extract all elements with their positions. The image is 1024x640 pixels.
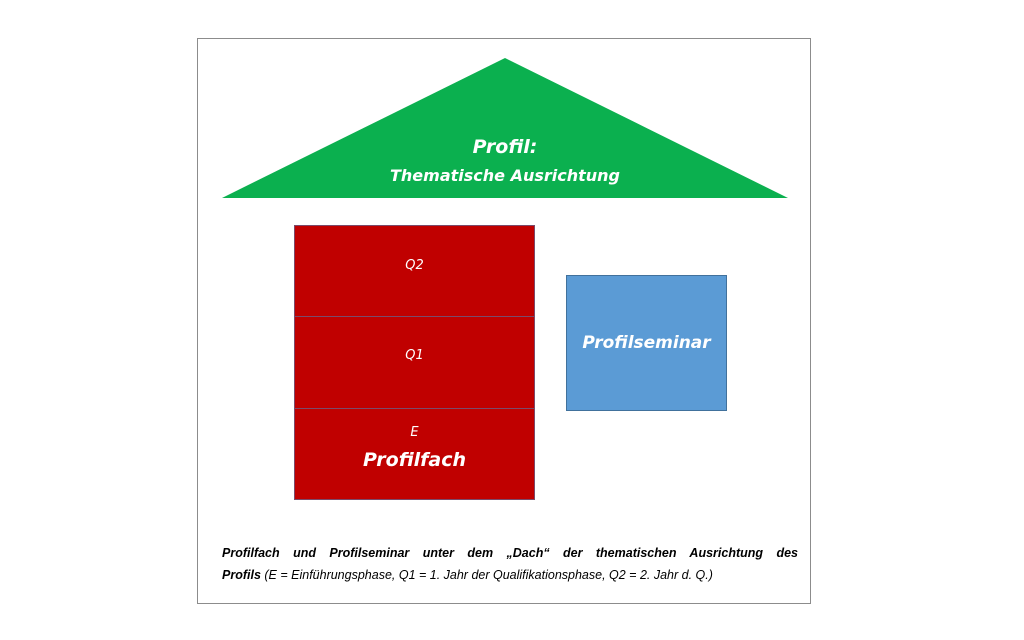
block-e-title: Profilfach	[362, 449, 467, 471]
roof-triangle	[222, 58, 788, 198]
profilseminar-box: Profilseminar	[566, 275, 727, 411]
block-q1-label: Q1	[405, 348, 424, 363]
caption-line1: Profilfach und Profilseminar unter dem „…	[222, 546, 798, 560]
caption: Profilfach und Profilseminar unter dem „…	[222, 542, 798, 586]
roof-shape	[222, 58, 788, 198]
roof-subtitle: Thematische Ausrichtung	[389, 166, 620, 185]
block-q2-label: Q2	[405, 258, 424, 273]
block-e: E Profilfach	[294, 408, 535, 500]
caption-line2-rest: (E = Einführungsphase, Q1 = 1. Jahr der …	[260, 568, 713, 582]
block-e-label: E	[410, 425, 419, 440]
block-q2: Q2	[294, 225, 535, 317]
caption-line2: Profils (E = Einführungsphase, Q1 = 1. J…	[222, 564, 798, 586]
block-q1: Q1	[294, 316, 535, 409]
roof-title: Profil:	[472, 136, 538, 158]
profilseminar-label: Profilseminar	[582, 333, 711, 353]
caption-line2-bold: Profils	[222, 568, 261, 582]
